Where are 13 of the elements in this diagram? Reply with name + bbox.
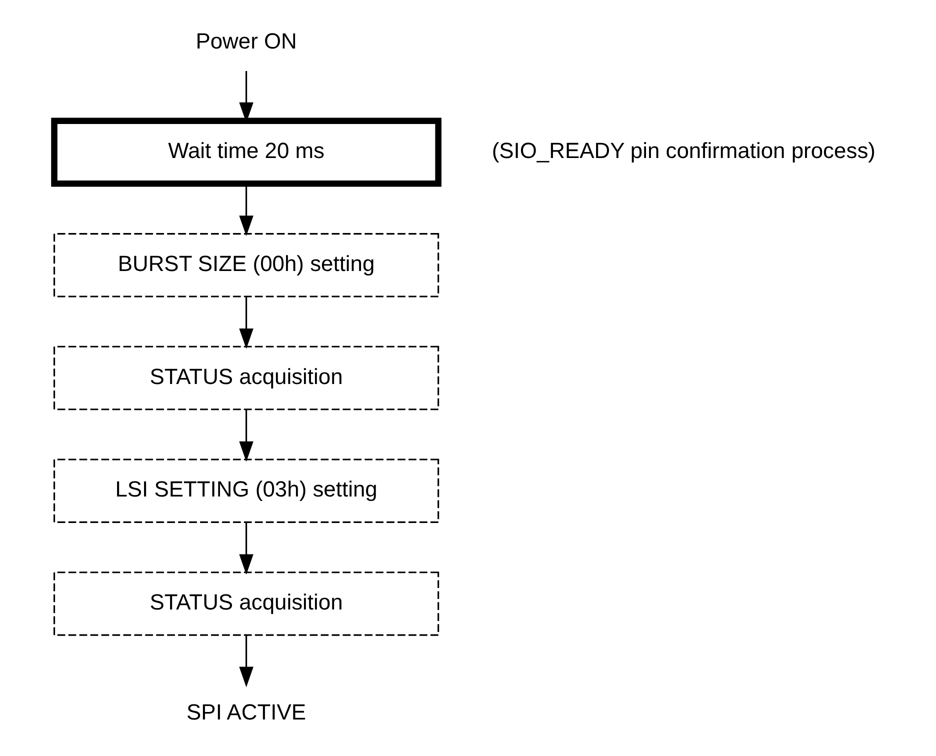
arrow [238, 410, 253, 462]
node-box: STATUS acquisition [52, 346, 439, 410]
arrow [238, 296, 253, 349]
node-text: Power ON [195, 28, 296, 54]
node-box: BURST SIZE (00h) setting [52, 233, 439, 298]
node-box: STATUS acquisition [52, 572, 439, 636]
arrow [238, 184, 253, 236]
node-text: SPI ACTIVE [186, 699, 306, 724]
arrow [238, 636, 253, 688]
node-box: Wait time 20 ms [50, 118, 441, 187]
node-label: (SIO_READY pin confirmation process) [491, 138, 875, 164]
node-box: LSI SETTING (03h) setting [52, 458, 439, 523]
arrow [238, 522, 253, 575]
